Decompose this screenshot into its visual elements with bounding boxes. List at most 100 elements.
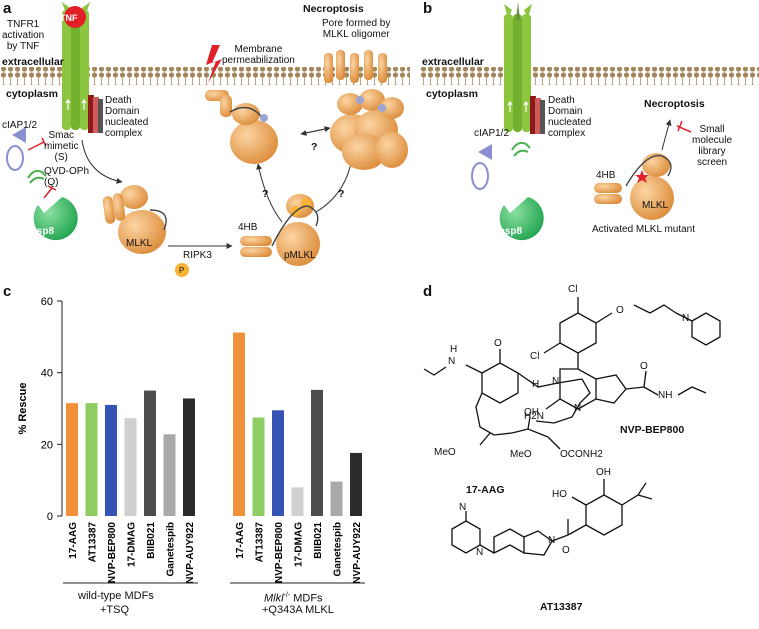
x-tick-label: Ganetespib (333, 522, 344, 576)
atom-o-4: O (562, 545, 570, 556)
bar (66, 403, 78, 516)
bar (330, 481, 343, 516)
pmlkl (240, 194, 320, 266)
structures (423, 297, 721, 556)
atom-n-1: N (682, 313, 690, 324)
cytoplasm-label-b: cytoplasm (426, 88, 478, 100)
mol-17-aag: 17-AAG (466, 484, 505, 496)
smac-label: Smac mimetic (S) (44, 130, 79, 163)
death-domain-label-b: Death Domain nucleated complex (548, 95, 592, 139)
bar (183, 398, 195, 516)
cytoplasm-label: cytoplasm (6, 88, 58, 100)
mlkl-mutant (594, 153, 674, 220)
atom-n-2: N (552, 376, 560, 387)
atom-oh-1: OH (524, 407, 539, 418)
atom-oconh2: OCONH2 (560, 449, 603, 460)
mlkl-label-b: MLKL (642, 200, 669, 211)
tnf-ligand (64, 6, 86, 28)
atom-meo-1: MeO (434, 447, 456, 458)
permeabilization-bolt (206, 45, 222, 83)
x-tick-label: 17-AAG (68, 522, 79, 559)
atom-h-1: H (450, 344, 458, 355)
panel-a-diagram (0, 2, 410, 277)
bar (105, 404, 117, 516)
bar (233, 332, 245, 516)
casp8-shape-b (499, 197, 544, 241)
question-mark-1: ? (311, 141, 318, 153)
casp8-label: Casp8 (24, 226, 55, 237)
screen-label: Small molecule library screen (692, 124, 733, 168)
atom-n-5: N (459, 502, 467, 513)
membrane-label: Membrane permeabilization (222, 44, 295, 66)
group2-line1: Mlkl-/- MDFs (264, 589, 323, 606)
atom-meo-2: MeO (510, 449, 532, 460)
y-axis-label: % Rescue (17, 383, 29, 435)
bar (252, 417, 265, 516)
gene-superscript: -/- (283, 592, 291, 599)
atom-n-7: N (548, 535, 556, 546)
bar (163, 434, 176, 516)
atom-o-2: O (640, 361, 648, 372)
group2-line2: +Q343A MLKL (262, 604, 334, 616)
group1-line2: +TSQ (100, 604, 130, 616)
phospho-label: P (179, 266, 185, 275)
x-tick-label: AT13387 (255, 522, 266, 563)
casp8-label-b: Casp8 (492, 226, 523, 237)
receptor-b (504, 2, 545, 134)
pmlkl-label: pMLKL (284, 250, 316, 261)
x-tick-label: NVP-BEP800 (274, 522, 285, 584)
x-tick-label: NVP-AUY922 (352, 522, 363, 584)
x-tick-label: Ganetespib (166, 522, 177, 576)
casp8-shape (33, 197, 78, 241)
panel-c-label: c (3, 283, 12, 300)
tnfr1-label: TNFR1 activation by TNF (2, 19, 45, 52)
panel-b-label: b (423, 0, 433, 17)
question-mark-2: ? (262, 188, 269, 200)
ciap-label: cIAP1/2 (2, 120, 38, 131)
mutant-label: Activated MLKL mutant (592, 224, 696, 235)
question-mark-3: ? (338, 188, 345, 200)
x-tick-label: 17-AAG (235, 522, 246, 559)
bar (291, 487, 304, 516)
gene-name: Mlkl (264, 592, 284, 605)
atom-n-6: N (476, 547, 484, 558)
mlkl-inactive (102, 185, 167, 254)
atom-o-1: O (616, 305, 624, 316)
x-tick-label: 17-DMAG (127, 522, 138, 567)
mlkl-oligomer (324, 50, 408, 170)
bar (144, 390, 156, 516)
atom-nh-2: H (532, 379, 540, 390)
y-tick-label: 60 (41, 296, 53, 308)
panel-a: a (0, 0, 410, 280)
hb4-label: 4HB (238, 222, 258, 233)
hb4-label-b: 4HB (596, 170, 616, 181)
mlkl-label: MLKL (126, 238, 153, 249)
y-tick-label: 40 (41, 368, 53, 380)
x-tick-label: 17-DMAG (294, 522, 305, 567)
x-tick-label: BIIB021 (146, 522, 157, 559)
atom-n-4: N (448, 356, 456, 367)
atom-h2n: H2N (524, 411, 545, 422)
atom-o-3: O (494, 338, 502, 349)
ciap-shape (12, 127, 26, 143)
extracellular-label-b: extracellular (422, 56, 484, 68)
pore-label: Pore formed by MLKL oligomer (322, 18, 391, 40)
panel-a-label: a (3, 0, 12, 17)
ciap-label-b: cIAP1/2 (474, 128, 510, 139)
qvd-label: QVD-OPh (Q) (44, 166, 90, 188)
tnf-label: TNF (60, 13, 78, 23)
bar (124, 418, 137, 516)
phospho-circle (175, 263, 189, 277)
ripk3-label: RIPK3 (183, 250, 212, 261)
atom-cl-1: Cl (568, 284, 578, 295)
group1-line1: wild-type MDFs (78, 590, 154, 602)
panel-d-label: d (423, 283, 433, 300)
mol-at13387: AT13387 (540, 601, 583, 613)
bar (85, 403, 98, 516)
bar (272, 410, 284, 516)
x-tick-label: NVP-BEP800 (107, 522, 118, 584)
y-tick-label: 0 (47, 511, 53, 523)
necroptosis-label: Necroptosis (303, 3, 364, 15)
